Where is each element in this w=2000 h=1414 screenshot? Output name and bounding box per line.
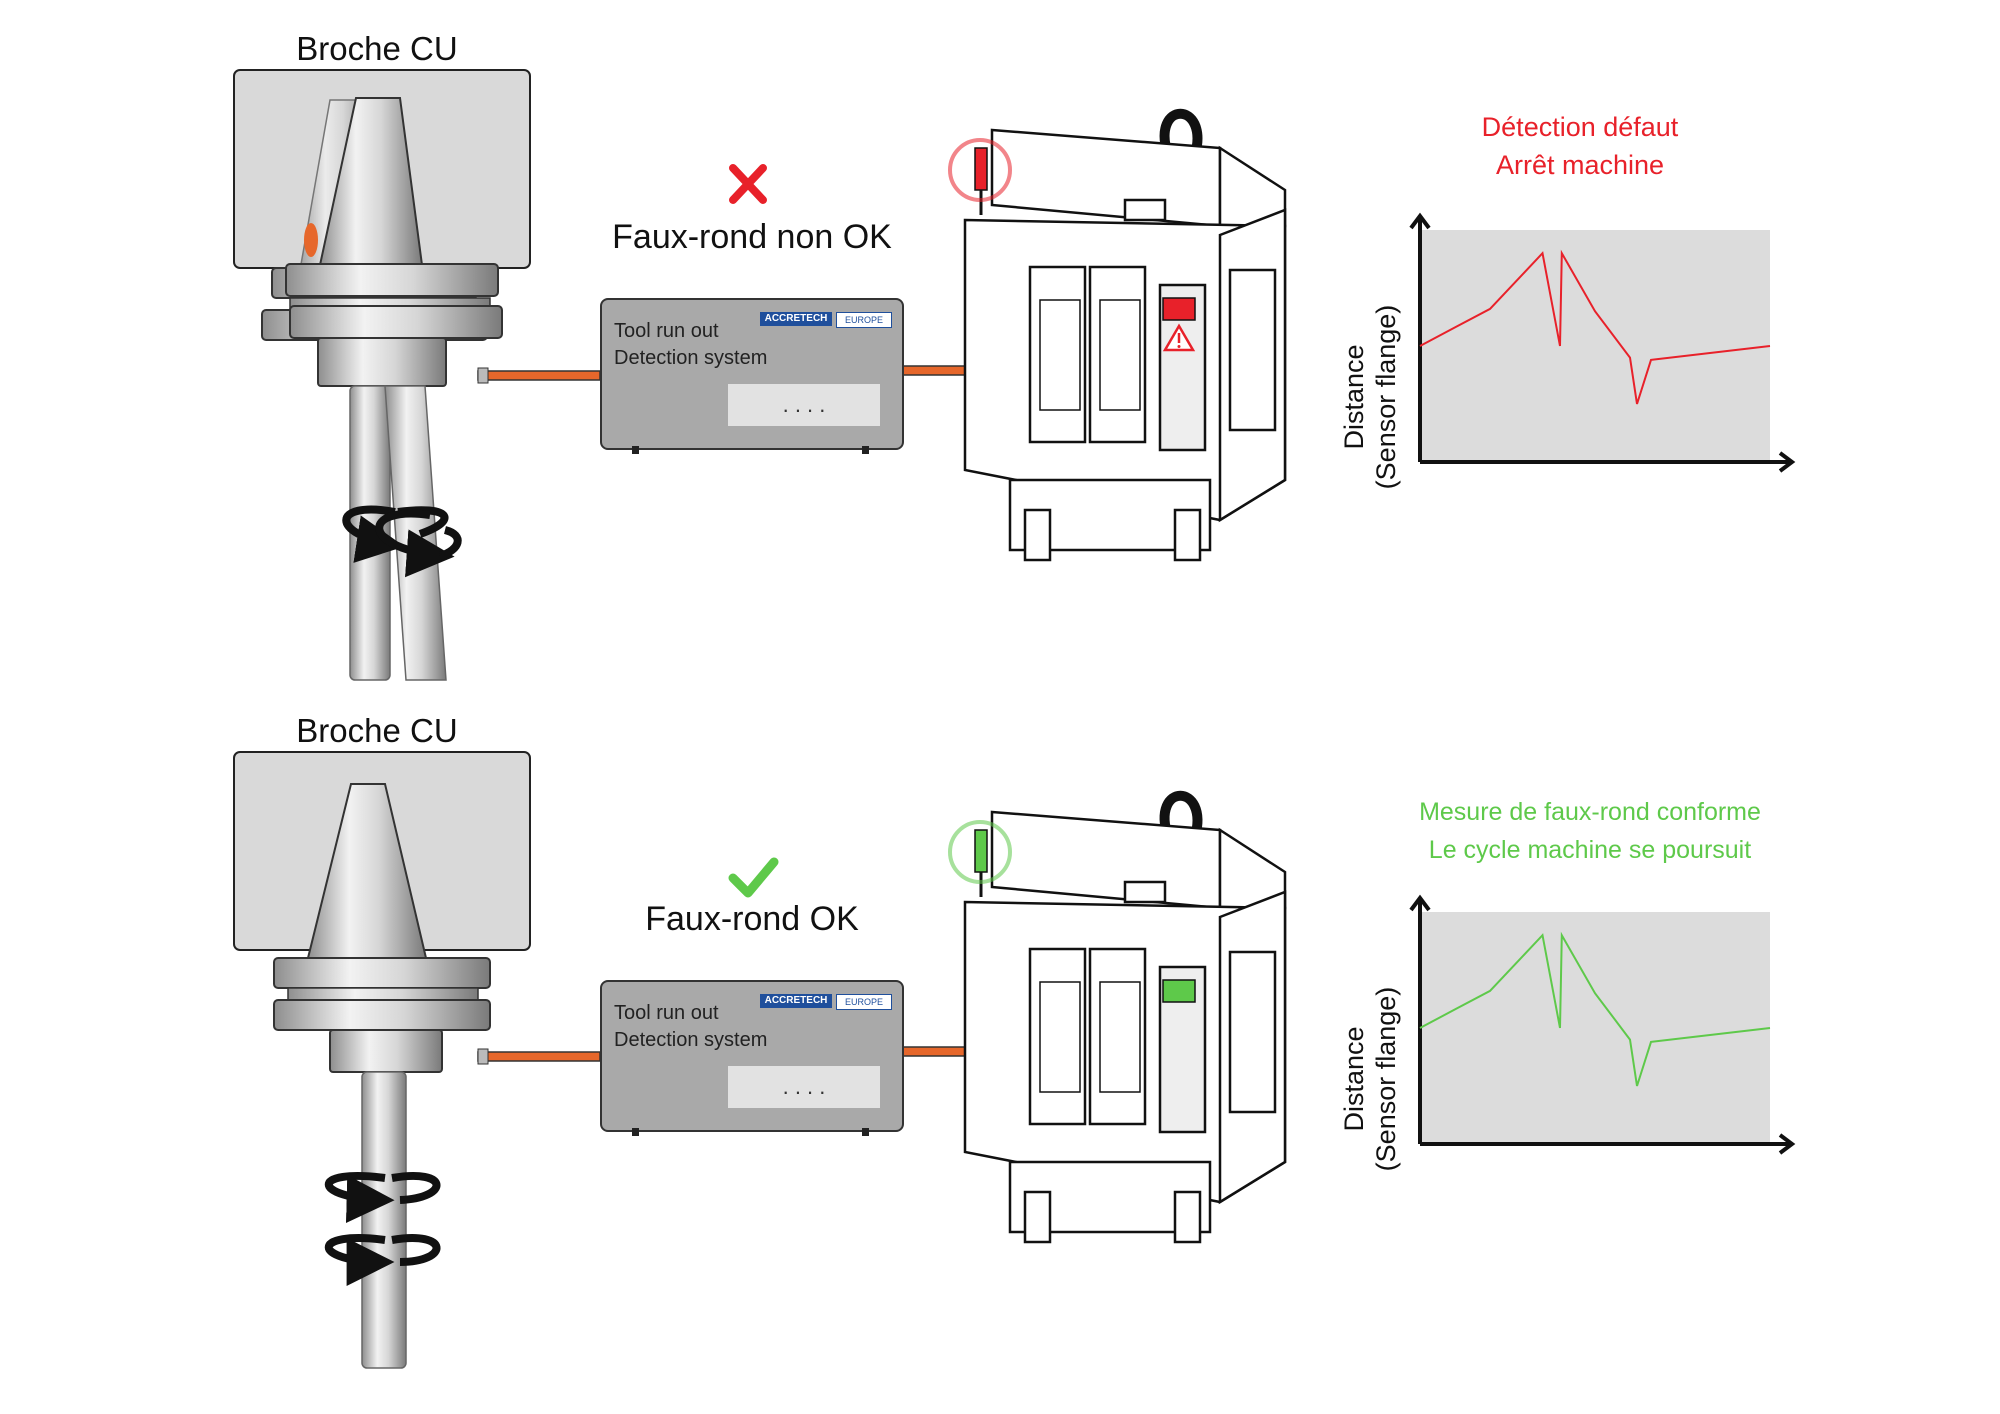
warning-triangle-icon [1162,323,1196,352]
device-display: . . . . [728,384,880,426]
brand-region: EUROPE [836,994,892,1010]
flange-upper [285,263,499,297]
machine-keypads [1039,299,1141,411]
status-line-1: Mesure de faux-rond conforme [1419,798,1761,826]
hmi-screen-ok [1162,979,1196,1003]
status-line-2: Arrêt machine [1495,150,1665,180]
device-name-line1: Tool run out [614,1002,719,1024]
brand-region: EUROPE [836,312,892,328]
chart-series-line [1419,249,1771,405]
brand-logo: ACCRETECH [760,994,832,1008]
machine-keypads [1039,981,1141,1093]
chart-y-axis-arrow [1409,212,1431,230]
spindle-title: Broche CU [296,712,458,749]
status-message: Mesure de faux-rond conforme Le cycle ma… [1330,793,1850,869]
chart-x-axis-arrow [1778,1133,1796,1155]
status-message: Détection défaut Arrêt machine [1320,108,1840,184]
chart-plot-area [1420,230,1770,462]
device-name-line2: Detection system [614,1029,768,1051]
rotation-arrow-icon [342,505,462,578]
defect-spot [304,223,318,257]
chart-series-line [1419,931,1771,1087]
chart-x-axis-arrow [1778,451,1796,473]
spindle-assembly-fault [233,69,531,681]
cross-icon [729,164,767,204]
status-line-2: Le cycle machine se poursuit [1428,836,1752,864]
status-line-1: Détection défaut [1481,112,1679,142]
detection-device: Tool run out Detection system ACCRETECH … [600,980,904,1136]
stack-light-highlight [948,138,1012,202]
stack-light-highlight [948,820,1012,884]
brand-logo: ACCRETECH [760,312,832,326]
chart-y-axis-arrow [1409,894,1431,912]
device-name-line2: Detection system [614,347,768,369]
machining-center [948,108,1287,562]
verdict-label: Faux-rond OK [645,900,859,938]
rotation-arrow-icon [324,1171,441,1286]
device-name-line1: Tool run out [614,320,719,342]
detection-device: Tool run out Detection system ACCRETECH … [600,298,904,454]
chart-plot-area [1420,912,1770,1144]
runout-chart-fault [1409,212,1796,473]
spindle-title: Broche CU [296,30,458,67]
verdict-label: Faux-rond non OK [612,218,892,256]
device-display: . . . . [728,1066,880,1108]
hmi-screen-fault [1162,297,1196,321]
